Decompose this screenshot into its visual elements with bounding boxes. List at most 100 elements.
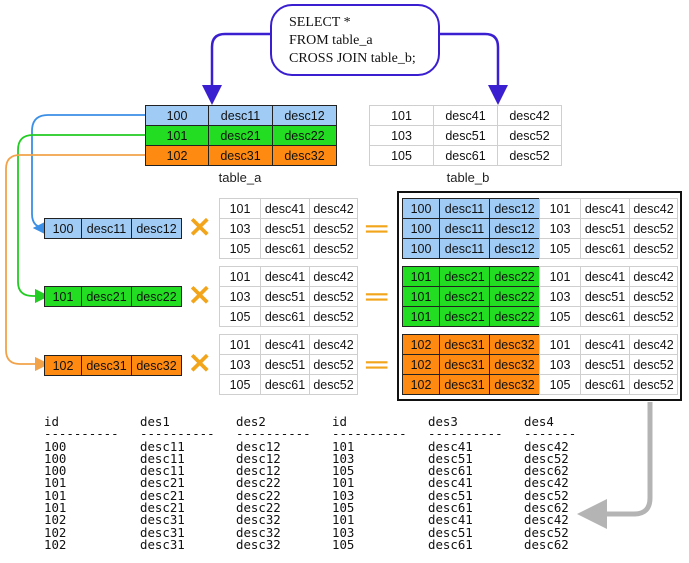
arrow-row-100 <box>31 114 145 236</box>
table-cell: desc21 <box>439 286 490 307</box>
table-cell: desc52 <box>309 306 358 327</box>
table-row: 100 desc11 desc12 <box>145 105 337 126</box>
text-cell: desc51 <box>428 487 473 503</box>
text-cell: ---------- <box>332 426 407 442</box>
text-cell: ------- <box>524 426 577 442</box>
result-frame <box>397 191 682 401</box>
table-cell: 102 <box>44 355 82 376</box>
table-row: 103 desc51 desc52 <box>219 286 358 307</box>
text-cell: 102 <box>44 512 67 528</box>
table-row: 102 desc31 desc32 <box>402 354 540 375</box>
result-left-100: 100 desc11 desc12 100 desc11 desc12 100 … <box>402 198 540 259</box>
table-cell: desc51 <box>260 354 310 375</box>
text-cell: ---------- <box>428 426 503 442</box>
result-right-101: 101 desc41 desc42 103 desc51 desc52 105 … <box>539 266 678 327</box>
arrow-row-102 <box>5 154 145 372</box>
table-cell: desc41 <box>260 198 310 219</box>
text-cell: 101 <box>44 475 67 491</box>
text-cell: desc62 <box>524 536 569 552</box>
table-cell: 102 <box>402 354 440 375</box>
text-cell: desc51 <box>428 524 473 540</box>
table-cell: desc61 <box>580 374 630 395</box>
table-a: 100 desc11 desc12 101 desc21 desc22 102 … <box>145 105 337 166</box>
table-row: 103 desc51 desc52 <box>539 354 678 375</box>
table-b-copy: 101 desc41 desc42 103 desc51 desc52 105 … <box>219 266 358 327</box>
table-a-label: table_a <box>218 170 262 185</box>
table-cell: 102 <box>402 334 440 355</box>
table-cell: desc11 <box>439 218 490 239</box>
table-cell: 105 <box>219 374 261 395</box>
text-cell: des1 <box>140 414 170 429</box>
table-cell: 105 <box>539 238 581 259</box>
text-cell: desc21 <box>140 500 185 516</box>
table-row: 100 desc11 desc12 <box>402 198 540 219</box>
text-cell: desc22 <box>236 487 281 503</box>
table-row: 103 desc51 desc52 <box>219 354 358 375</box>
table-row: 105 desc61 desc52 <box>539 306 678 327</box>
table-cell: desc52 <box>497 145 562 166</box>
table-cell: desc32 <box>272 145 337 166</box>
table-cell: desc31 <box>439 374 490 395</box>
table-cell: 101 <box>145 125 209 146</box>
text-cell: desc21 <box>140 475 185 491</box>
table-cell: desc32 <box>131 355 182 376</box>
text-cell: desc11 <box>140 438 185 454</box>
table-row: 101 desc41 desc42 <box>539 334 678 355</box>
table-cell: desc31 <box>439 334 490 355</box>
table-cell: desc32 <box>489 334 540 355</box>
table-row: 105 desc61 desc52 <box>219 306 358 327</box>
table-cell: 103 <box>539 218 581 239</box>
result-left-102: 102 desc31 desc32 102 desc31 desc32 102 … <box>402 334 540 395</box>
text-cell: desc42 <box>524 475 569 491</box>
table-cell: desc12 <box>489 198 540 219</box>
table-cell: 101 <box>402 306 440 327</box>
result-left-101: 101 desc21 desc22 101 desc21 desc22 101 … <box>402 266 540 327</box>
text-cell: desc31 <box>140 536 185 552</box>
table-row: 102 desc31 desc32 <box>145 145 337 166</box>
text-cell: desc11 <box>140 463 185 479</box>
sql-line: FROM table_a <box>289 33 373 48</box>
table-row: 101 desc41 desc42 <box>219 266 358 287</box>
text-cell: desc22 <box>236 475 281 491</box>
text-cell: 103 <box>332 487 355 503</box>
text-cell: ---------- <box>140 426 215 442</box>
table-cell: desc11 <box>208 105 273 126</box>
table-cell: desc61 <box>580 306 630 327</box>
table-cell: 105 <box>539 374 581 395</box>
table-row: 105 desc61 desc52 <box>539 374 678 395</box>
arrow-sql-to-table-b <box>440 32 508 105</box>
table-cell: desc52 <box>629 374 678 395</box>
text-cell: id <box>44 414 59 429</box>
text-cell: desc31 <box>140 512 185 528</box>
cross-operator: ✕ <box>188 348 212 379</box>
text-cell: des2 <box>236 414 266 429</box>
table-cell: desc52 <box>629 238 678 259</box>
text-cell: desc32 <box>236 536 281 552</box>
text-cell: ---------- <box>236 426 311 442</box>
text-cell: 105 <box>332 536 355 552</box>
text-cell: desc12 <box>236 463 281 479</box>
table-row: 101 desc41 desc42 <box>219 334 358 355</box>
table-cell: desc51 <box>260 286 310 307</box>
table-cell: desc12 <box>489 218 540 239</box>
table-row: 100 desc11 desc12 <box>402 238 540 259</box>
text-cell: 102 <box>44 536 67 552</box>
table-cell: 103 <box>539 354 581 375</box>
text-cell: desc62 <box>524 500 569 516</box>
table-cell: 105 <box>539 306 581 327</box>
table-cell: desc22 <box>489 266 540 287</box>
table-cell: 105 <box>219 306 261 327</box>
arrow-sql-to-table-a <box>202 32 270 105</box>
table-row: 101 desc41 desc42 <box>369 105 562 126</box>
table-cell: desc61 <box>260 374 310 395</box>
table-cell: desc11 <box>81 218 132 239</box>
table-cell: desc52 <box>309 238 358 259</box>
table-cell: desc42 <box>309 198 358 219</box>
table-cell: desc11 <box>439 198 490 219</box>
table-cell: 100 <box>44 218 82 239</box>
